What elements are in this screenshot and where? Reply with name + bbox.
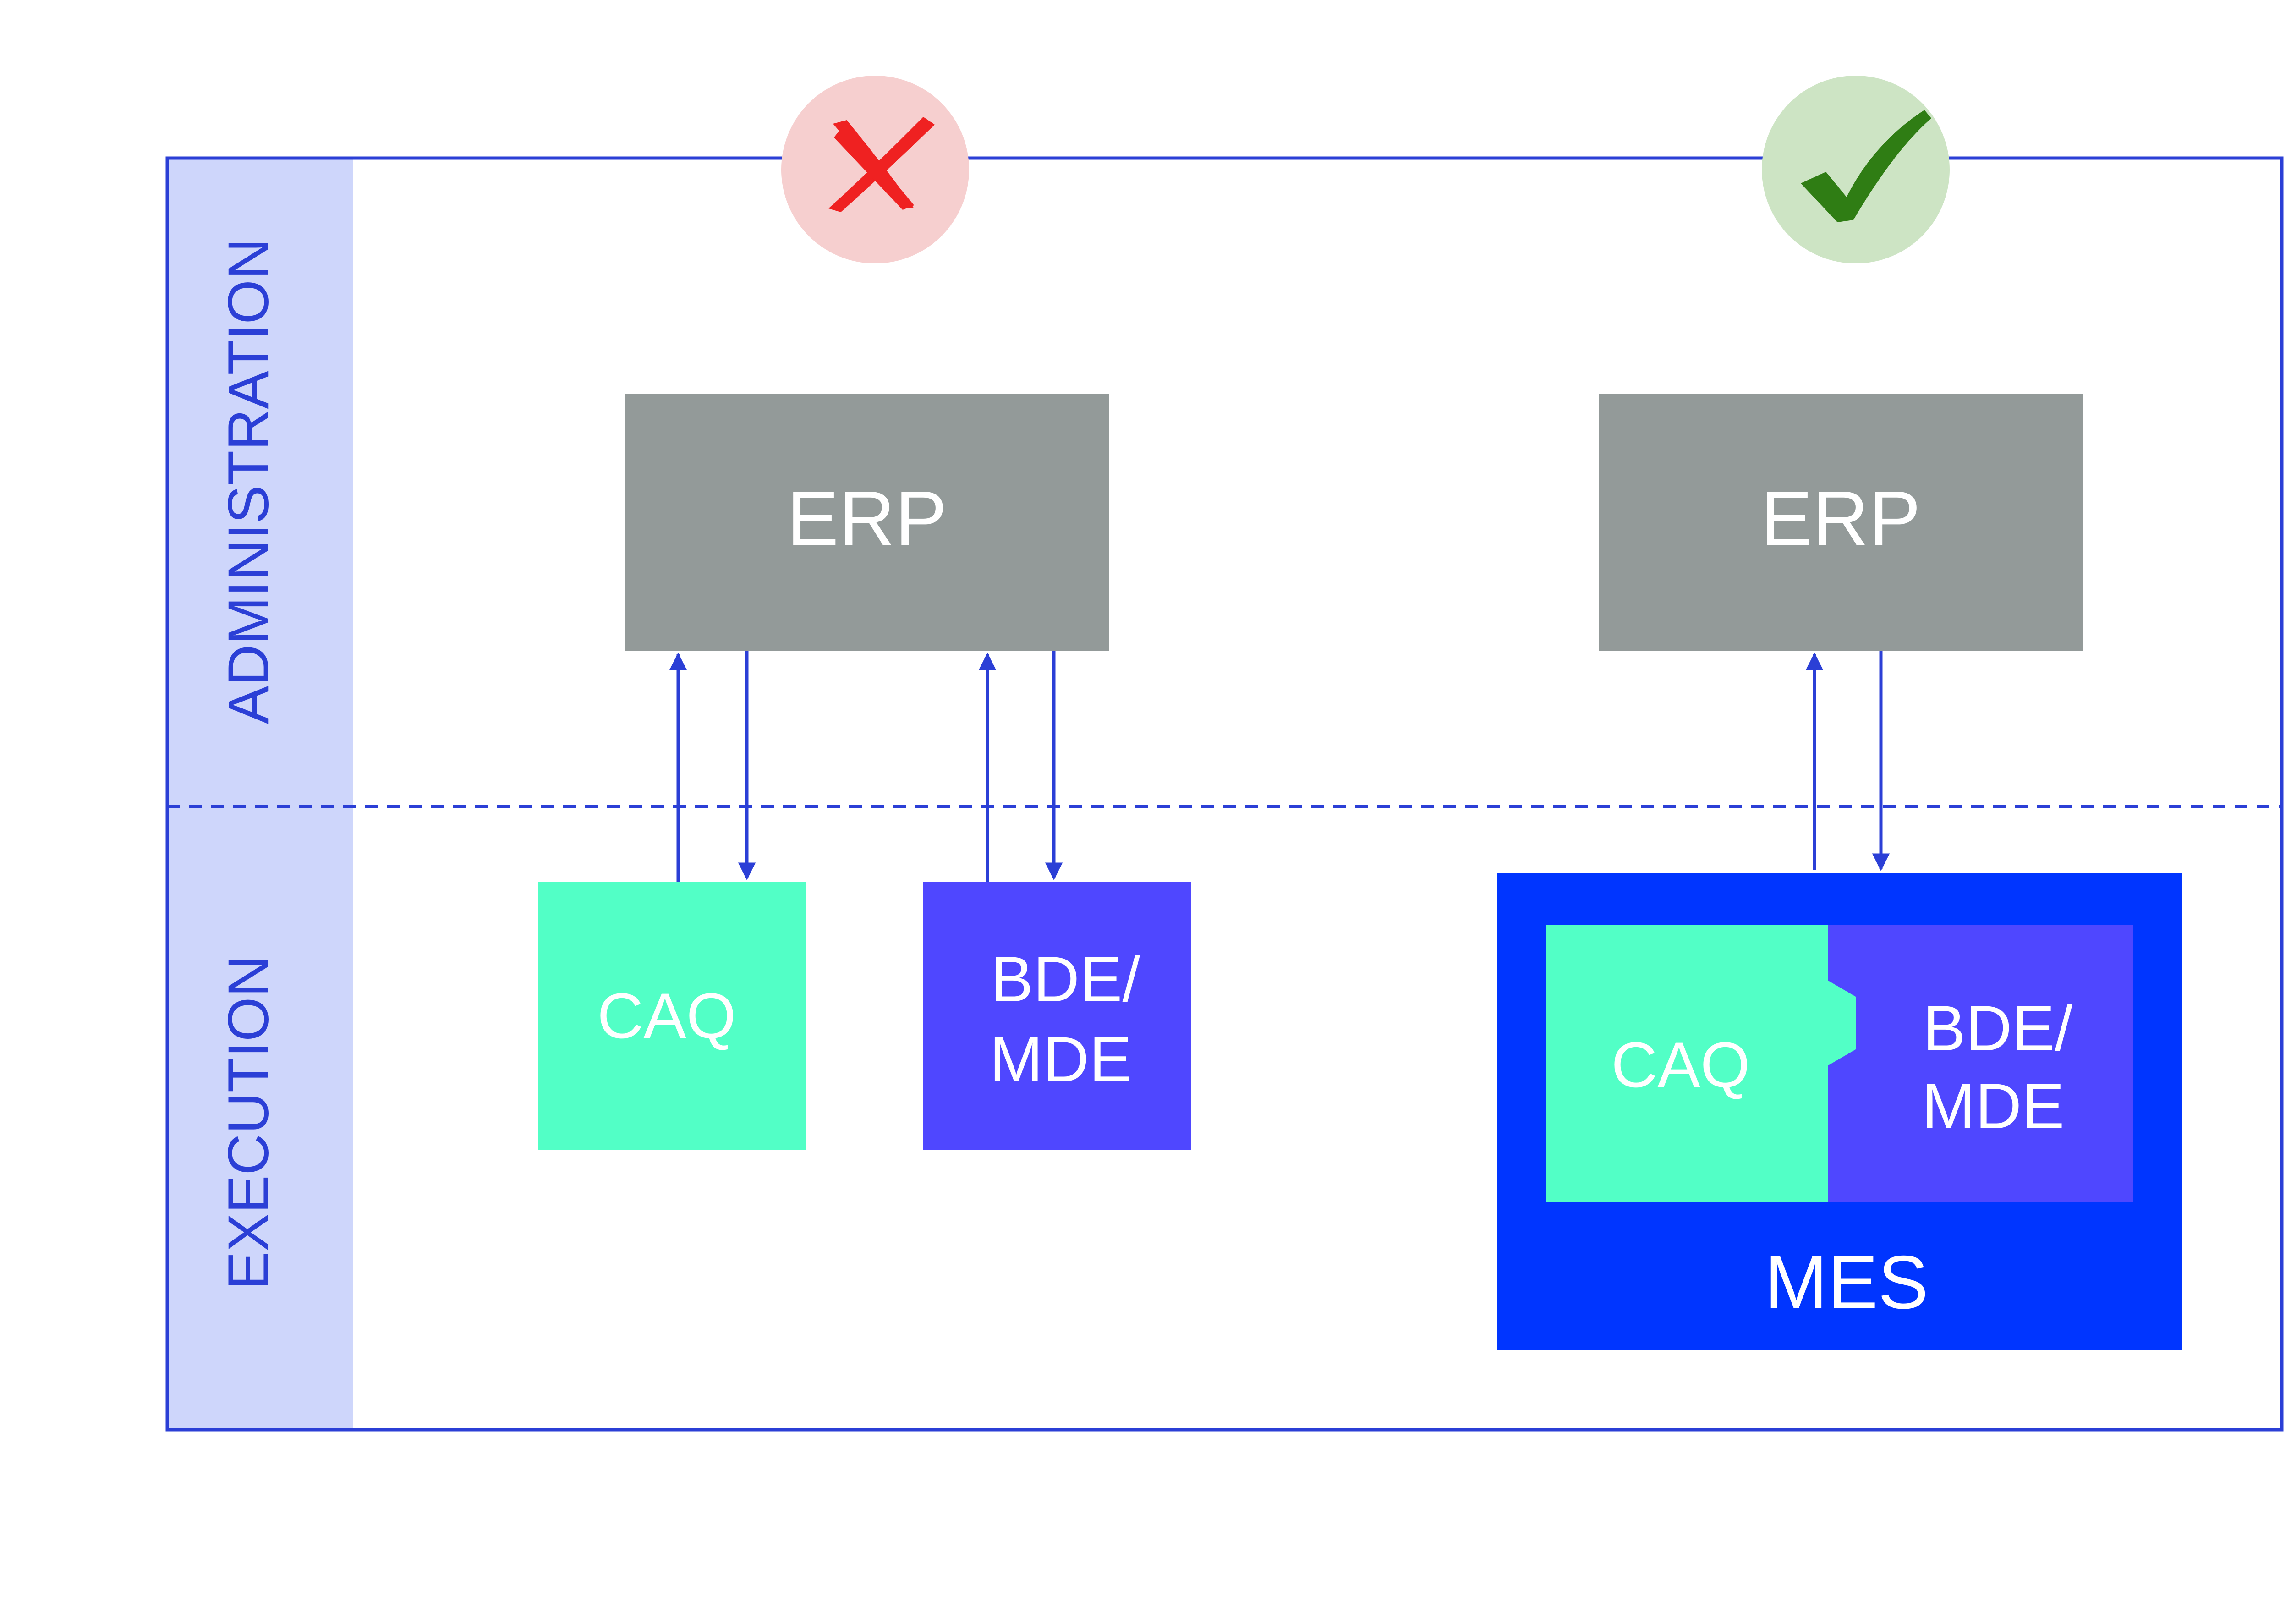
caq-label-left: CAQ: [597, 980, 736, 1052]
checkmark-icon: [1801, 110, 1931, 222]
administration-label: ADMINISTRATION: [217, 238, 280, 724]
erp-label-right: ERP: [1760, 475, 1921, 562]
bde-label-left-line1: BDE/: [991, 943, 1140, 1015]
caq-box-left: [538, 882, 806, 1150]
cross-icon: [828, 117, 935, 212]
zone-sidebar: [167, 158, 353, 1430]
execution-label: EXECUTION: [217, 955, 280, 1289]
bde-mde-box-left: [923, 882, 1191, 1150]
left-scenario: ERP CAQ BDE/ MDE: [538, 394, 1191, 1150]
erp-label-left: ERP: [787, 475, 947, 562]
correct-status-badge: [1762, 76, 1950, 263]
caq-label-right: CAQ: [1611, 1029, 1750, 1101]
erp-box-left: [625, 394, 1109, 651]
right-scenario: ERP CAQ BDE/ MDE MES: [1497, 394, 2182, 1350]
bde-mde-box-right: [1826, 925, 2133, 1202]
diagram-frame: [165, 156, 2284, 1432]
caq-puzzle-piece: [1546, 925, 1856, 1202]
bde-label-right-line2: MDE: [1922, 1070, 2064, 1142]
mes-label: MES: [1765, 1240, 1929, 1324]
bde-label-left-line2: MDE: [989, 1023, 1132, 1095]
wrong-status-badge: [781, 76, 969, 263]
bde-label-right-line1: BDE/: [1923, 992, 2073, 1064]
erp-box-right: [1599, 394, 2083, 651]
